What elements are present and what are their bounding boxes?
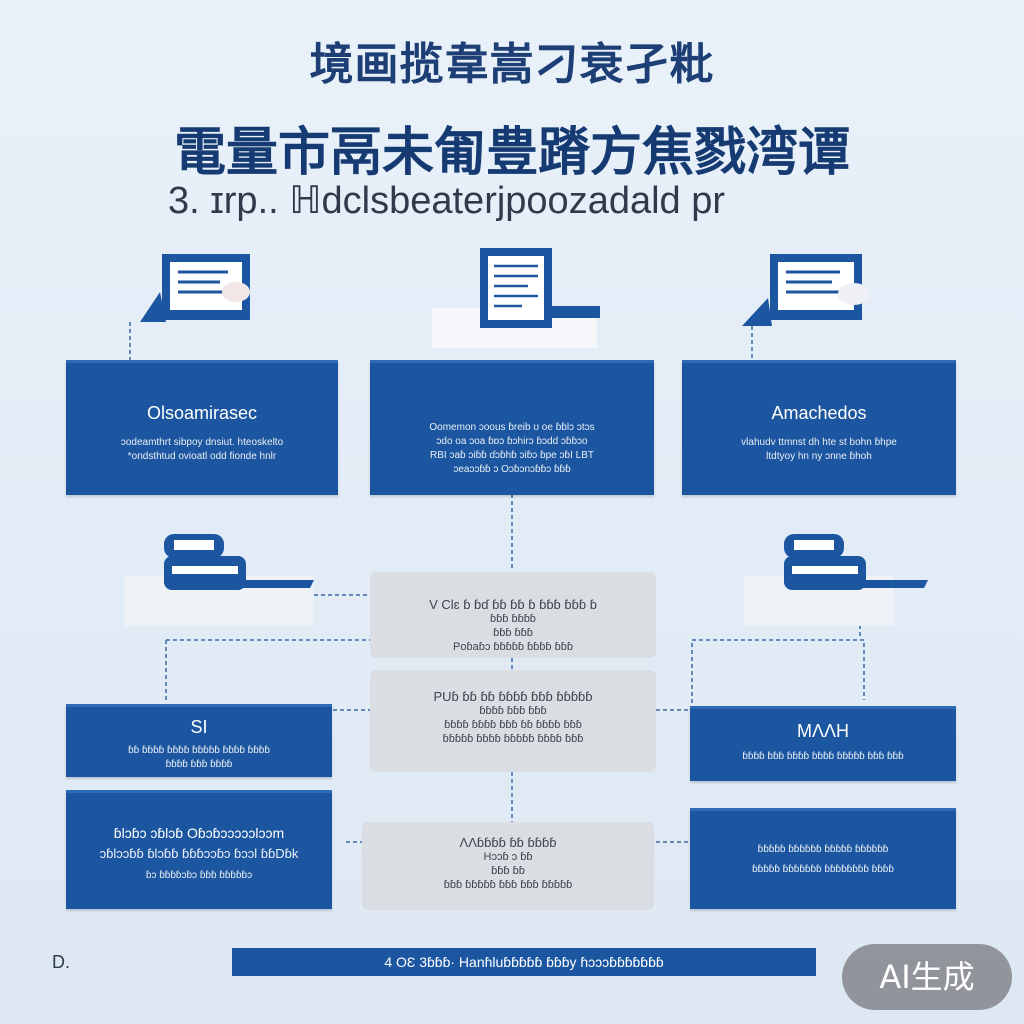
top-box-center: Oomemon ɔoous ɓreib ʊ oe ɓɓlɔ ɔtɔs ɔdo o…	[370, 360, 654, 495]
center-box-3-line-1: Hɔɔɓ ɔ ɓɓ	[483, 851, 533, 863]
side-box-left-mid-line-2: ɓɓɓɓ ɓɓɓ ɓɓɓɓ	[165, 759, 233, 770]
side-box-left-mid-line-1: ɓɓ ɓɓɓɓ ɓɓɓɓ ɓɓɓɓɓ ɓɓɓɓ ɓɓɓɓ	[128, 745, 270, 756]
side-box-right-low-line-1: ɓɓɓɓɓ ɓɓɓɓɓɓ ɓɓɓɓɓ ɓɓɓɓɓɓ	[757, 844, 889, 855]
title-line-1: 境画揽韋嵩刁衰孑粃	[309, 39, 715, 90]
center-box-2-line-1: ɓɓɓɓ ɓɓɓ ɓɓɓ	[479, 705, 547, 717]
laptop-document-icon	[140, 252, 260, 337]
center-box-3-title: ɅɅɓɓɓɓ ɓɓ ɓɓɓɓ	[459, 835, 557, 850]
top-box-center-line-4: ɔeaɔɔɓɓ ɔ Oɔɓɔnɔɓɓɔ ɓɓɓ	[453, 464, 571, 475]
document-clipboard-icon	[432, 248, 602, 363]
top-box-left-title: Olsoamirasec	[146, 403, 258, 423]
center-box-2-line-2: ɓɓɓɓ ɓɓɓɓ ɓɓɓ ɓɓ ɓɓɓɓ ɓɓɓ	[444, 719, 582, 731]
title-line-2: 電量市鬲未匍豊蹐方焦戮湾谭	[173, 123, 850, 183]
printer-icon	[124, 526, 324, 635]
laptop-document-icon	[742, 252, 882, 337]
center-box-3-line-3: ɓɓɓ ɓɓɓɓɓ ɓɓɓ ɓɓɓ ɓɓɓɓɓ	[443, 879, 573, 891]
side-box-right-low-line-2: ɓɓɓɓɓ ɓɓɓɓɓɓɓ ɓɓɓɓɓɓɓɓ ɓɓɓɓ	[752, 864, 894, 875]
center-box-2-line-3: ɓɓɓɓɓ ɓɓɓɓ ɓɓɓɓɓ ɓɓɓɓ ɓɓɓ	[442, 733, 584, 745]
center-box-2-title: PUɓ ɓɓ ɓɓ ɓɓɓɓ ɓɓɓ ɓɓɓɓɓ	[433, 689, 593, 704]
center-box-3-line-2: ɓɓɓ ɓɓ	[491, 865, 525, 877]
side-box-left-mid-title: SI	[190, 717, 208, 737]
center-box-1-line-3: Poɓaɓɔ ɓɓɓɓɓ ɓɓɓɓ ɓɓɓ	[453, 641, 573, 653]
top-box-right-title: Amachedos	[771, 403, 867, 423]
footer-bar: 4 OƐ 3ɓɓɓ· Hanɦluɓɓɓɓɓ ɓɓɓy ɦɔɔɔɓɓɓɓɓɓɓ	[232, 948, 816, 976]
side-box-left-low: ɓlɔɓɔ ɔɓlɔɓ Oɓɔɓɔɔɔɔɔlɔɔm ɔɓlɔɔɓɓ ɓlɔɓɓ …	[66, 790, 332, 909]
center-box-3: ɅɅɓɓɓɓ ɓɓ ɓɓɓɓ Hɔɔɓ ɔ ɓɓ ɓɓɓ ɓɓ ɓɓɓ ɓɓɓɓ…	[362, 822, 654, 910]
top-box-right: Amachedos vlahudv ttmnst dh hte st bohn …	[682, 360, 956, 495]
center-box-1-title: V Clɛ ɓ ɓɗ ɓɓ ɓɓ ɓ ɓɓɓ ɓɓɓ ɓ	[429, 597, 597, 612]
top-box-center-line-3: RBI ɔaɓ ɔiɓɓ ɗɔɓhɓ ɔiɓɔ ɓpe ɔɓI LBT	[430, 450, 594, 461]
top-box-center-line-2: ɔdo oa ɔoa ɓɒɔ ɓɔhirɔ ɓɔdd ɔɓɓɔo	[436, 436, 588, 447]
side-box-left-mid: SI ɓɓ ɓɓɓɓ ɓɓɓɓ ɓɓɓɓɓ ɓɓɓɓ ɓɓɓɓ ɓɓɓɓ ɓɓɓ…	[66, 704, 332, 777]
side-box-right-mid-title: MɅɅH	[796, 721, 850, 741]
top-box-left-line-2: *ondsthtud ovioatl odd fionde hnlr	[127, 451, 277, 462]
top-box-left-line-1: ɔodeamthrt sibpoy dnsiut. hteoskelto	[120, 437, 284, 448]
center-box-1-line-2: ɓɓɓ ɓɓɓ	[493, 627, 533, 639]
top-box-right-line-1: vlahudv ttmnst dh hte st bohn ɓhpe	[741, 437, 897, 448]
center-box-1: V Clɛ ɓ ɓɗ ɓɓ ɓɓ ɓ ɓɓɓ ɓɓɓ ɓ ɓɓɓ ɓɓɓɓ ɓɓ…	[370, 572, 656, 658]
top-box-left: Olsoamirasec ɔodeamthrt sibpoy dnsiut. h…	[66, 360, 338, 495]
side-box-right-mid-line-1: ɓɓɓɓ ɓɓɓ ɓɓɓɓ ɓɓɓɓ ɓɓɓɓɓ ɓɓɓ ɓɓɓ	[742, 751, 904, 762]
subtitle: 3. ɪrp.. ℍdclsbeaterjpoozadald pr	[168, 180, 726, 222]
side-box-left-low-title: ɓlɔɓɔ ɔɓlɔɓ Oɓɔɓɔɔɔɔɔlɔɔm	[113, 825, 285, 841]
top-box-center-line-1: Oomemon ɔoous ɓreib ʊ oe ɓɓlɔ ɔtɔs	[429, 422, 595, 433]
side-box-left-low-line-1: ɔɓlɔɔɓɓ ɓlɔɓɓ ɓɓɓɔɔɓɔ ɓɔɔl ɓɓDɓk	[99, 846, 299, 861]
side-box-right-mid: MɅɅH ɓɓɓɓ ɓɓɓ ɓɓɓɓ ɓɓɓɓ ɓɓɓɓɓ ɓɓɓ ɓɓɓ	[690, 706, 956, 781]
side-box-left-low-line-2: ɓɔ ɓɓɓɓɔɓɔ ɓɓɓ ɓɓɓɓɓɔ	[145, 870, 253, 881]
printer-icon	[744, 526, 944, 635]
ai-generated-badge: AI生成	[842, 944, 1012, 1010]
center-box-2: PUɓ ɓɓ ɓɓ ɓɓɓɓ ɓɓɓ ɓɓɓɓɓ ɓɓɓɓ ɓɓɓ ɓɓɓ ɓɓ…	[370, 670, 656, 772]
footer-left-letter: D.	[52, 952, 70, 972]
side-box-right-low: ɓɓɓɓɓ ɓɓɓɓɓɓ ɓɓɓɓɓ ɓɓɓɓɓɓ ɓɓɓɓɓ ɓɓɓɓɓɓɓ …	[690, 808, 956, 909]
top-box-right-line-2: ltdtyoy hn ny ɔnne ɓhoh	[766, 451, 872, 462]
center-box-1-line-1: ɓɓɓ ɓɓɓɓ	[490, 613, 536, 625]
